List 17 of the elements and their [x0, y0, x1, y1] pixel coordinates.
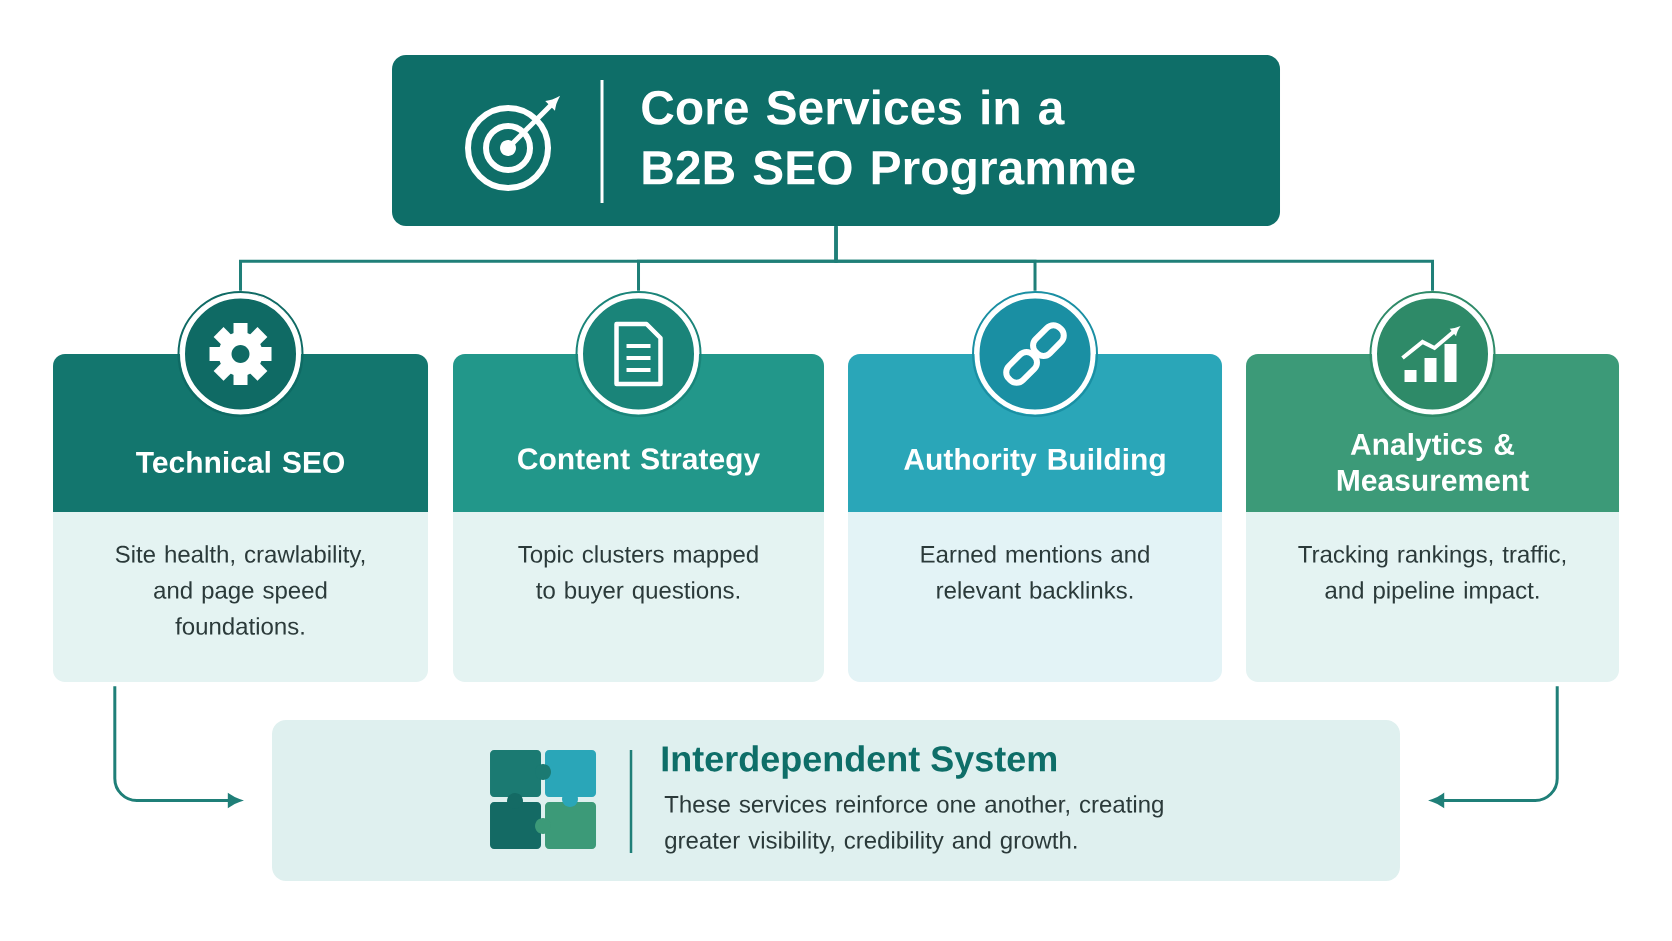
service-card: [453, 354, 824, 682]
card-description: Site health, crawlability, and page speed foundations.: [115, 545, 365, 635]
card-description: Topic clusters mapped to buyer questions.: [518, 545, 758, 604]
panel-heading: Interdependent System: [662, 745, 1056, 779]
service-card: [1246, 354, 1619, 682]
service-card: [53, 354, 428, 682]
card-description: Tracking rankings, traffic, and pipeline impact.: [1298, 545, 1566, 604]
card-heading: Technical SEO: [136, 450, 344, 473]
service-card: [848, 354, 1222, 682]
card-heading: Authority Building: [904, 447, 1165, 477]
title-banner: Core Services in a B2B SEO Programme: [392, 55, 1280, 226]
card-description: Earned mentions and relevant backlinks.: [921, 545, 1149, 599]
summary-panel: [272, 720, 1400, 881]
card-heading: Analytics & Measurement: [1337, 432, 1529, 491]
connector: [834, 226, 1434, 291]
panel-description: These services reinforce one another, creating greater visibility, credibility and growth.: [664, 795, 1163, 854]
card-heading: Content Strategy: [518, 448, 760, 476]
